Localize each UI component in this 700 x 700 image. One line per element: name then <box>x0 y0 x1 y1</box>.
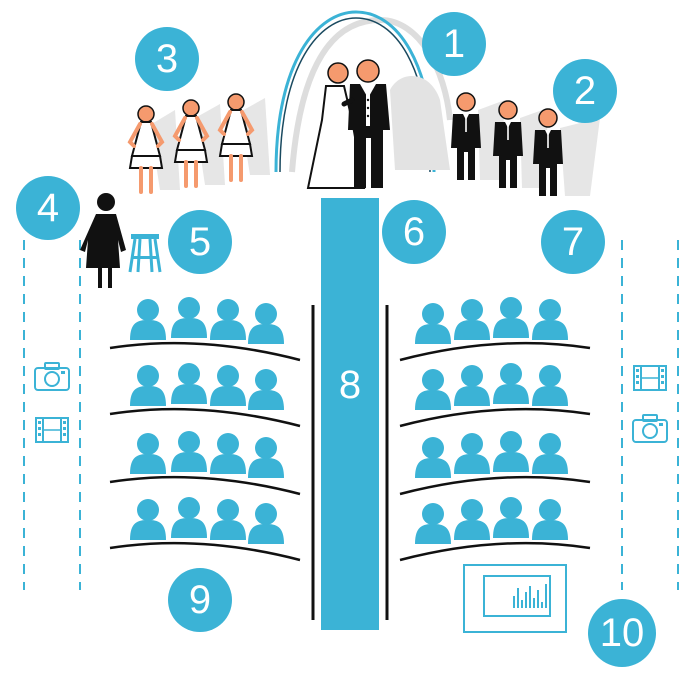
badge-10: 10 <box>588 599 656 667</box>
badge-7: 7 <box>541 210 605 274</box>
guest-icon <box>130 299 166 340</box>
film-icon <box>633 365 667 391</box>
groomsman-icon <box>450 92 482 181</box>
pew-bench <box>399 541 591 562</box>
badge-number: 6 <box>403 210 425 254</box>
guest-icon <box>454 299 490 340</box>
guest-icon <box>210 433 246 474</box>
camera-icon <box>632 414 668 443</box>
camera-icon <box>34 362 70 391</box>
sound-board-icon <box>463 564 567 633</box>
badge-number: 3 <box>156 37 178 81</box>
bridesmaids <box>128 92 270 194</box>
badge-number-8: 8 <box>339 363 361 407</box>
guest-icon <box>532 433 568 474</box>
guest-icon <box>210 499 246 540</box>
badge-2: 2 <box>553 59 617 123</box>
badge-number: 10 <box>600 611 645 655</box>
guest-icon <box>210 365 246 406</box>
guest-icon <box>493 431 529 472</box>
badge-number: 9 <box>189 578 211 622</box>
badge-9: 9 <box>168 568 232 632</box>
guest-icon <box>130 499 166 540</box>
guest-icon <box>532 499 568 540</box>
guest-icon <box>171 363 207 404</box>
guest-icon <box>454 499 490 540</box>
guest-icon <box>493 363 529 404</box>
guest-icon <box>415 503 451 544</box>
badge-number: 4 <box>37 186 59 230</box>
bridesmaid-icon <box>128 104 164 194</box>
guest-icon <box>248 303 284 344</box>
badge-number: 5 <box>189 220 211 264</box>
guest-icon <box>171 497 207 538</box>
badge-5: 5 <box>168 210 232 274</box>
guest-icon <box>532 299 568 340</box>
pew-bench <box>109 475 301 496</box>
pew-bench <box>399 407 591 428</box>
guest-icon <box>248 437 284 478</box>
guest-icon <box>248 369 284 410</box>
film-icon <box>35 417 69 443</box>
guest-seating <box>109 297 591 562</box>
badge-3: 3 <box>135 27 199 91</box>
aisle-runner <box>321 198 379 630</box>
pew-bench <box>109 341 301 362</box>
guest-icon <box>248 503 284 544</box>
badge-1: 1 <box>422 12 486 76</box>
guest-icon <box>454 433 490 474</box>
guest-icon <box>532 365 568 406</box>
pew-bench <box>399 341 591 362</box>
guest-icon <box>493 297 529 338</box>
guest-icon <box>415 369 451 410</box>
pew-bench <box>399 475 591 496</box>
officiant-icon <box>80 193 126 288</box>
pew-bench <box>109 541 301 562</box>
guest-icon <box>171 431 207 472</box>
pew-bench <box>109 407 301 428</box>
guest-icon <box>210 299 246 340</box>
guest-icon <box>415 437 451 478</box>
guest-icon <box>171 297 207 338</box>
guest-icon <box>454 365 490 406</box>
badge-number: 1 <box>443 22 465 66</box>
badge-number: 2 <box>574 69 596 113</box>
groom-icon <box>341 59 390 188</box>
guest-icon <box>493 497 529 538</box>
bridesmaid-icon <box>218 92 254 182</box>
badge-number: 7 <box>562 220 584 264</box>
stool-icon <box>128 234 162 273</box>
groomsmen <box>450 92 600 197</box>
badge-4: 4 <box>16 176 80 240</box>
badge-6: 6 <box>382 200 446 264</box>
guest-icon <box>415 303 451 344</box>
bridesmaid-icon <box>173 98 209 188</box>
guest-icon <box>130 365 166 406</box>
guest-icon <box>130 433 166 474</box>
